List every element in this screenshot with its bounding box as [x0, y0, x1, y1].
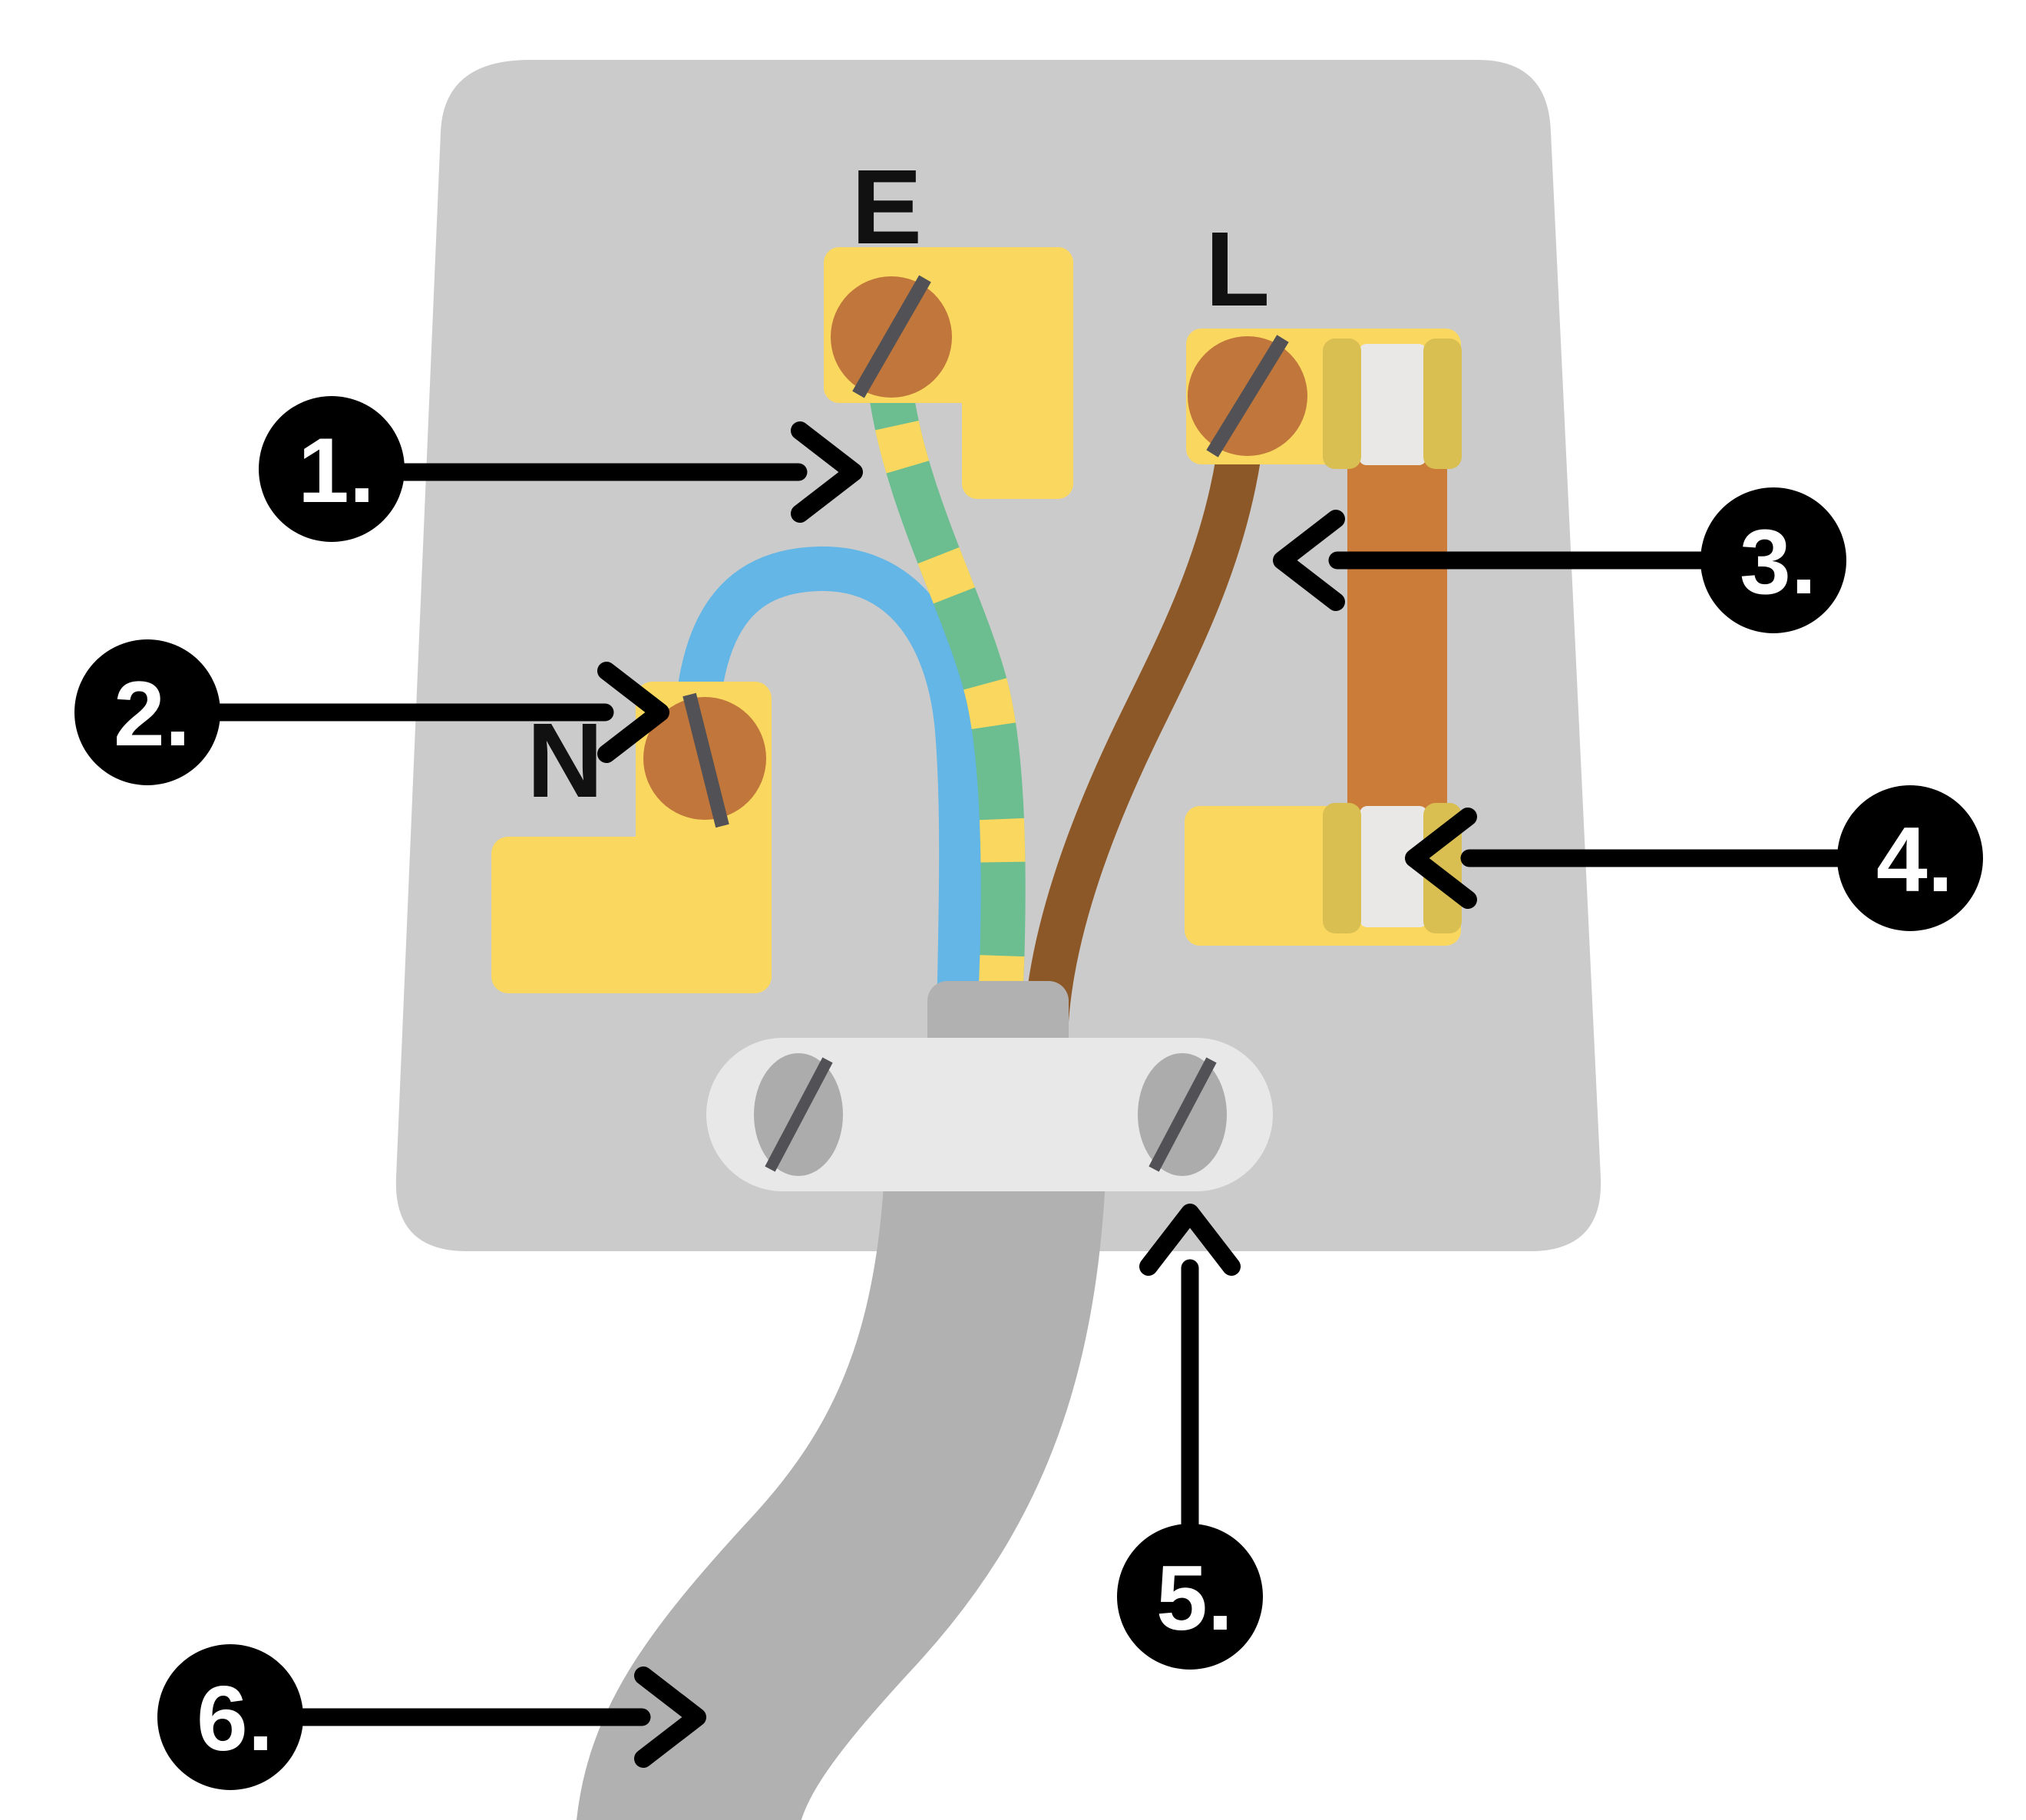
annotation-2-number: 2. [114, 662, 190, 765]
earth-terminal-block-leg [962, 247, 1073, 499]
annotation-2: 2. [74, 639, 669, 785]
neutral-wire [673, 546, 984, 1043]
wires [673, 362, 1264, 1043]
annotation-1: 1. [259, 396, 863, 542]
cable-grip-bar [706, 1038, 1273, 1191]
neutral-terminal-block-horizontal [491, 837, 772, 993]
annotation-3-number: 3. [1740, 510, 1816, 613]
fuse-body [1347, 457, 1447, 814]
live-wire [1024, 408, 1264, 1043]
annotation-2-circle [74, 639, 220, 785]
fuse-cap-top [1359, 344, 1426, 465]
live-screw-slot [1206, 335, 1289, 457]
annotation-4-arrowhead [1405, 808, 1477, 909]
annotation-4-number: 4. [1876, 808, 1953, 911]
annotation-2-arrowhead [597, 662, 669, 763]
earth-terminal-letter: E [851, 148, 922, 266]
annotation-6-number: 6. [197, 1667, 273, 1770]
fuse-clip-top-left [1323, 339, 1361, 469]
annotation-6-circle [157, 1644, 303, 1790]
annotation-1-number: 1. [298, 419, 375, 522]
annotation-6-arrowhead [634, 1666, 706, 1768]
annotation-5-number: 5. [1156, 1547, 1233, 1650]
annotation-4-circle [1837, 785, 1983, 931]
live-terminal-and-fuse [1185, 329, 1462, 946]
cable [577, 1089, 1108, 1820]
neutral-terminal-letter: N [527, 702, 603, 820]
annotation-5-circle [1117, 1524, 1263, 1670]
annotation-1-arrowhead [791, 421, 863, 523]
cable-grip [706, 1038, 1273, 1191]
annotation-3-circle [1700, 487, 1846, 633]
earth-wire-stripes [868, 381, 1026, 1022]
annotation-4: 4. [1405, 785, 1983, 931]
fuse-clip-bottom-left [1323, 803, 1361, 933]
fuse-cap-bottom [1360, 806, 1427, 927]
annotation-1-circle [259, 396, 405, 542]
annotation-3: 3. [1273, 487, 1846, 633]
annotation-3-arrowhead [1273, 510, 1345, 611]
neutral-screw-slot [682, 692, 729, 828]
earth-terminal [824, 247, 1073, 499]
cable-grip-screw-right-slot [1149, 1057, 1217, 1172]
fuse-clip-top-right [1423, 339, 1462, 469]
annotation-5-arrowhead [1139, 1204, 1241, 1276]
earth-screw-slot [852, 275, 931, 398]
cable-grip-screw-left-slot [765, 1057, 833, 1172]
neutral-terminal [491, 682, 772, 993]
live-terminal-letter: L [1205, 210, 1270, 329]
annotation-5: 5. [1117, 1204, 1263, 1670]
annotation-6: 6. [157, 1644, 706, 1790]
